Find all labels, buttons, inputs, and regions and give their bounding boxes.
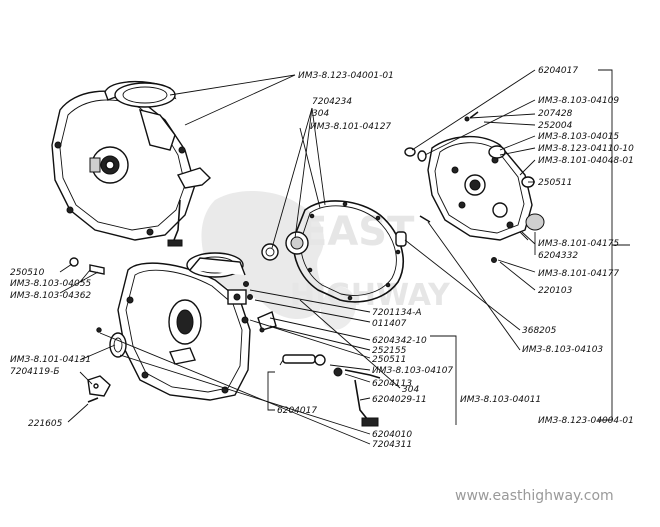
watermark-brand-bottom: HIGHWAY bbox=[290, 278, 451, 313]
label-l22: 6204342-10 bbox=[372, 336, 427, 346]
label-l28: ИМЗ-8.101-04131 bbox=[10, 355, 91, 365]
label-l09: ИМЗ-8.103-04015 bbox=[538, 132, 619, 142]
label-l13: ИМЗ-8.101-04175 bbox=[538, 239, 619, 249]
label-l38: ИМЗ-8.123-04004-01 bbox=[538, 416, 634, 426]
leader-lines bbox=[59, 69, 630, 445]
label-l05: 6204017 bbox=[538, 66, 578, 76]
label-l04: ИМЗ-8.101-04127 bbox=[310, 122, 391, 132]
label-l34: ИМЗ-8.103-04011 bbox=[460, 395, 541, 405]
label-l30: 6204113 bbox=[372, 379, 412, 389]
label-l11: ИМЗ-8.101-04048-01 bbox=[538, 156, 634, 166]
label-l17: 250510 bbox=[10, 268, 45, 278]
label-l03: 304 bbox=[312, 109, 329, 119]
watermark-brand-top: EAST bbox=[300, 209, 415, 255]
front-housing-drawing bbox=[51, 80, 212, 247]
label-l07: 207428 bbox=[538, 109, 573, 119]
label-l08: 252004 bbox=[538, 121, 573, 131]
lever-drawing bbox=[243, 281, 381, 427]
label-l31: 304 bbox=[402, 385, 419, 395]
bearing-drawing bbox=[261, 231, 309, 261]
label-l01: ИМЗ-8.123-04001-01 bbox=[298, 71, 394, 81]
label-l29: 7204119-Б bbox=[10, 367, 60, 377]
label-l33: 6204029-11 bbox=[372, 395, 427, 405]
pins-drawing bbox=[395, 215, 431, 247]
rear-cover-drawing bbox=[404, 111, 545, 263]
label-l26: 368205 bbox=[522, 326, 557, 336]
part-labels: ИМЗ-8.123-04001-01 7204234 304 ИМЗ-8.101… bbox=[10, 66, 634, 450]
small-parts-left bbox=[69, 257, 127, 403]
label-l35: 221605 bbox=[28, 419, 63, 429]
label-l19: ИМЗ-8.103-04362 bbox=[10, 291, 91, 301]
label-l25: ИМЗ-8.103-04107 bbox=[372, 366, 453, 376]
label-l27: ИМЗ-8.103-04103 bbox=[522, 345, 603, 355]
label-l18: ИМЗ-8.103-04055 bbox=[10, 279, 91, 289]
label-l06: ИМЗ-8.103-04109 bbox=[538, 96, 619, 106]
label-l14: 6204332 bbox=[538, 251, 578, 261]
label-l32: 6204017 bbox=[277, 406, 317, 416]
main-housing-drawing bbox=[117, 252, 251, 401]
label-l16: 220103 bbox=[538, 286, 573, 296]
watermark-site: www.easthighway.com bbox=[455, 488, 614, 504]
label-l15: ИМЗ-8.101-04177 bbox=[538, 269, 619, 279]
label-l20: 7201134-А bbox=[372, 308, 422, 318]
label-l23: 252155 bbox=[372, 346, 407, 356]
label-l37: 7204311 bbox=[372, 440, 412, 450]
label-l10: ИМЗ-8.123-04110-10 bbox=[538, 144, 634, 154]
label-l24: 250511 bbox=[372, 355, 406, 365]
label-l36: 6204010 bbox=[372, 430, 412, 440]
label-l02: 7204234 bbox=[312, 97, 352, 107]
gasket-drawing bbox=[293, 200, 404, 303]
label-l12: 250511 bbox=[538, 178, 572, 188]
label-l21: 011407 bbox=[372, 319, 407, 329]
